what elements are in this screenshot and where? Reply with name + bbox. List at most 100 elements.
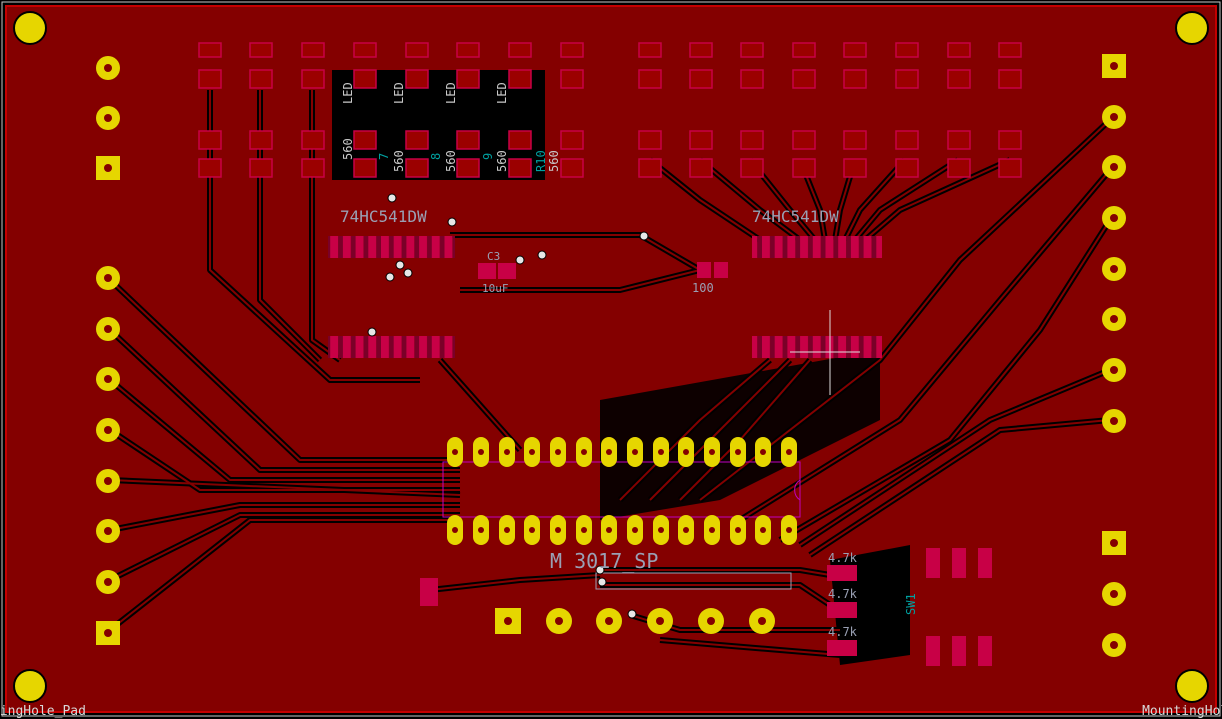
copper-pour [5,5,1217,713]
sw1-pad[interactable] [978,636,992,666]
smd-pad[interactable] [947,42,971,58]
smd-pad[interactable] [998,158,1022,178]
mounting-hole-tl[interactable] [13,11,47,45]
sw1-pad[interactable] [952,548,966,578]
smd-pad[interactable] [740,42,764,58]
mounting-hole-bl[interactable] [13,669,47,703]
smd-pad[interactable] [638,130,662,150]
smd-pad[interactable] [405,158,429,178]
smd-pad[interactable] [301,130,325,150]
smd-pad[interactable] [998,42,1022,58]
u2-reference: 74HC541DW [752,207,839,226]
smd-pad[interactable] [560,158,584,178]
smd-pad[interactable] [353,130,377,150]
smd-pad[interactable] [249,130,273,150]
smd-pad[interactable] [560,69,584,89]
smd-pad[interactable] [560,130,584,150]
mcu-pad-holes [452,449,792,533]
smd-pad[interactable] [353,158,377,178]
r-100-pad[interactable] [697,262,711,278]
smd-pad[interactable] [947,158,971,178]
smd-pad[interactable] [843,158,867,178]
smd-pad[interactable] [740,130,764,150]
smd-pad[interactable] [405,130,429,150]
smd-pad[interactable] [843,130,867,150]
smd-pad[interactable] [508,42,532,58]
smd-pad[interactable] [508,130,532,150]
smd-pad[interactable] [456,130,480,150]
smd-pad[interactable] [560,42,584,58]
led-label: LED [341,82,355,104]
smd-pad[interactable] [405,69,429,89]
smd-pad[interactable] [353,42,377,58]
smd-pad[interactable] [638,69,662,89]
smd-pad[interactable] [689,130,713,150]
smd-pad[interactable] [638,158,662,178]
smd-pad[interactable] [792,158,816,178]
c3-pad[interactable] [478,263,496,279]
smd-pad[interactable] [353,69,377,89]
mounting-hole-tr[interactable] [1175,11,1209,45]
smd-pad[interactable] [895,69,919,89]
smd-pad[interactable] [689,158,713,178]
smd-pad[interactable] [740,69,764,89]
r47k-c[interactable] [827,640,857,656]
smd-pad[interactable] [998,130,1022,150]
left-header-top [96,56,120,180]
smd-pad[interactable] [198,69,222,89]
smd-pad[interactable] [405,42,429,58]
smd-pad[interactable] [843,42,867,58]
smd-pad[interactable] [249,42,273,58]
smd-pad[interactable] [301,69,325,89]
smd-pad[interactable] [456,158,480,178]
sw1-pad[interactable] [926,548,940,578]
smd-pad[interactable] [198,158,222,178]
smd-pad[interactable] [508,69,532,89]
u1-pad-row-top[interactable] [328,236,455,258]
smd-pad[interactable] [792,42,816,58]
smd-pad[interactable] [508,158,532,178]
smd-pad[interactable] [689,69,713,89]
smd-pad[interactable] [792,69,816,89]
mounting-hole-br[interactable] [1175,669,1209,703]
smd-pad[interactable] [456,69,480,89]
u2-pad-row-top[interactable] [752,236,882,258]
smd-pad[interactable] [638,42,662,58]
smd-pad[interactable] [249,69,273,89]
smd-pad[interactable] [895,158,919,178]
sw1-pad[interactable] [978,548,992,578]
header-outline [595,572,792,590]
smd-pad[interactable] [249,158,273,178]
r47k-b[interactable] [827,602,857,618]
sw1-pad[interactable] [952,636,966,666]
c3-pad-2[interactable] [498,263,516,279]
smd-pad[interactable] [689,42,713,58]
smd-pad[interactable] [998,69,1022,89]
res-label: 560 [444,150,458,172]
r-100-pad-2[interactable] [714,262,728,278]
mounting-hole-label-right: MountingHole [1142,704,1222,719]
smd-pad[interactable] [301,158,325,178]
smd-pad[interactable] [843,69,867,89]
smd-pad[interactable] [947,69,971,89]
sw1-pad[interactable] [926,636,940,666]
smd-pad[interactable] [301,42,325,58]
smd-pad[interactable] [198,42,222,58]
u2-pad-row-bottom[interactable] [752,336,882,358]
smd-pad[interactable] [198,130,222,150]
smd-pad[interactable] [456,42,480,58]
u1-pad-row-bottom[interactable] [328,336,455,358]
r47k-c-value: 4.7k [828,625,858,639]
smd-pad[interactable] [895,42,919,58]
small-cap-pad[interactable] [420,578,438,606]
res-label: R10 [534,150,548,172]
smd-pad[interactable] [740,158,764,178]
smd-pad[interactable] [895,130,919,150]
res-label: 560 [341,138,355,160]
r47k-a[interactable] [827,565,857,581]
smd-pad[interactable] [792,130,816,150]
smd-pad[interactable] [947,130,971,150]
traces [107,90,1113,658]
res-label: 560 [547,150,561,172]
